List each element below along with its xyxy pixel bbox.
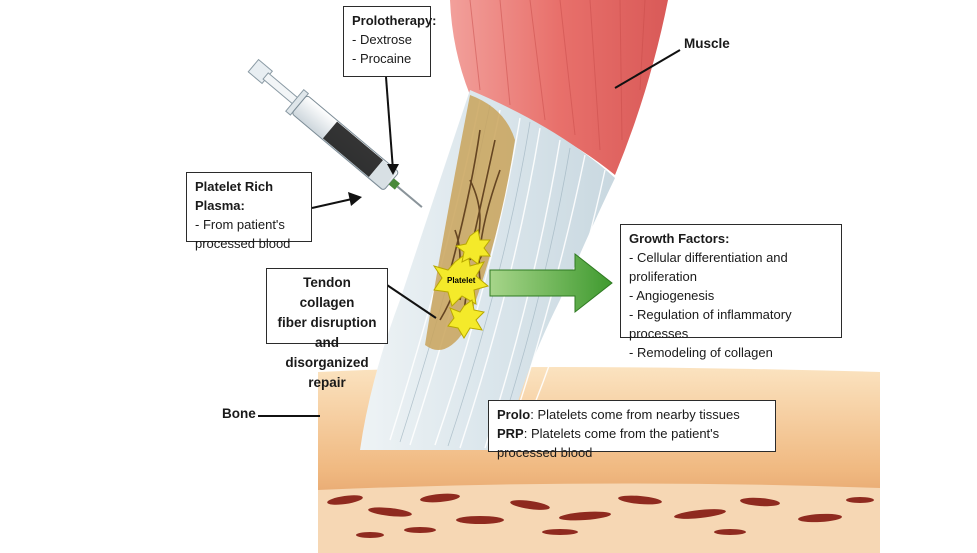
syringe	[247, 58, 423, 208]
growth-factor-item: Remodeling of collagen	[629, 343, 833, 362]
bone-label: Bone	[222, 406, 256, 421]
growth-factors-callout: Growth Factors: Cellular differentiation…	[620, 224, 842, 360]
prolotherapy-item: Procaine	[352, 49, 422, 68]
tendon-disruption-callout: Tendon collagen fiber disruption and dis…	[266, 268, 388, 390]
growth-factor-item: Regulation of inflammatory processes	[629, 305, 833, 343]
prp-arrowhead	[348, 192, 362, 206]
growth-factor-arrow	[489, 252, 613, 314]
prolo-key: Prolo	[497, 407, 531, 422]
prp-title: Platelet Rich Plasma:	[195, 179, 274, 213]
growth-factor-item: Cellular differentiation and proliferati…	[629, 248, 833, 286]
platelet-label: Platelet	[447, 276, 476, 285]
tendon-line: disorganized repair	[285, 355, 369, 390]
platelet-large	[432, 251, 490, 307]
tendon-line: Tendon collagen	[299, 275, 355, 310]
prolotherapy-item: Dextrose	[352, 30, 422, 49]
prp-item: From patient's processed blood	[195, 215, 303, 253]
muscle-leader	[614, 49, 681, 89]
platelet-small-bottom	[447, 299, 486, 339]
prolotherapy-callout: Prolotherapy: Dextrose Procaine	[343, 6, 437, 77]
tendon-line: fiber disruption and	[277, 315, 377, 350]
prp-leader	[311, 198, 353, 209]
growth-factors-title: Growth Factors:	[629, 231, 730, 246]
prp-callout: Platelet Rich Plasma: From patient's pro…	[186, 172, 312, 251]
platelets	[432, 229, 491, 339]
prolo-arrowhead	[387, 164, 399, 175]
platelet-small-top	[454, 229, 491, 265]
muscle-belly	[450, 0, 668, 175]
muscle-label: Muscle	[684, 36, 730, 51]
bone-marrow	[327, 493, 874, 538]
prp-text: : Platelets come from the patient's proc…	[497, 426, 720, 460]
prp-key: PRP	[497, 426, 524, 441]
prolo-leader	[385, 76, 394, 171]
tendon-leader	[383, 282, 437, 319]
growth-factor-item: Angiogenesis	[629, 286, 833, 305]
prolo-text: : Platelets come from nearby tissues	[530, 407, 740, 422]
prolotherapy-title: Prolotherapy:	[352, 13, 437, 28]
prolo-row: Prolo: Platelets come from nearby tissue…	[497, 405, 767, 424]
source-comparison-callout: Prolo: Platelets come from nearby tissue…	[488, 400, 776, 460]
prp-row: PRP: Platelets come from the patient's p…	[497, 424, 767, 462]
